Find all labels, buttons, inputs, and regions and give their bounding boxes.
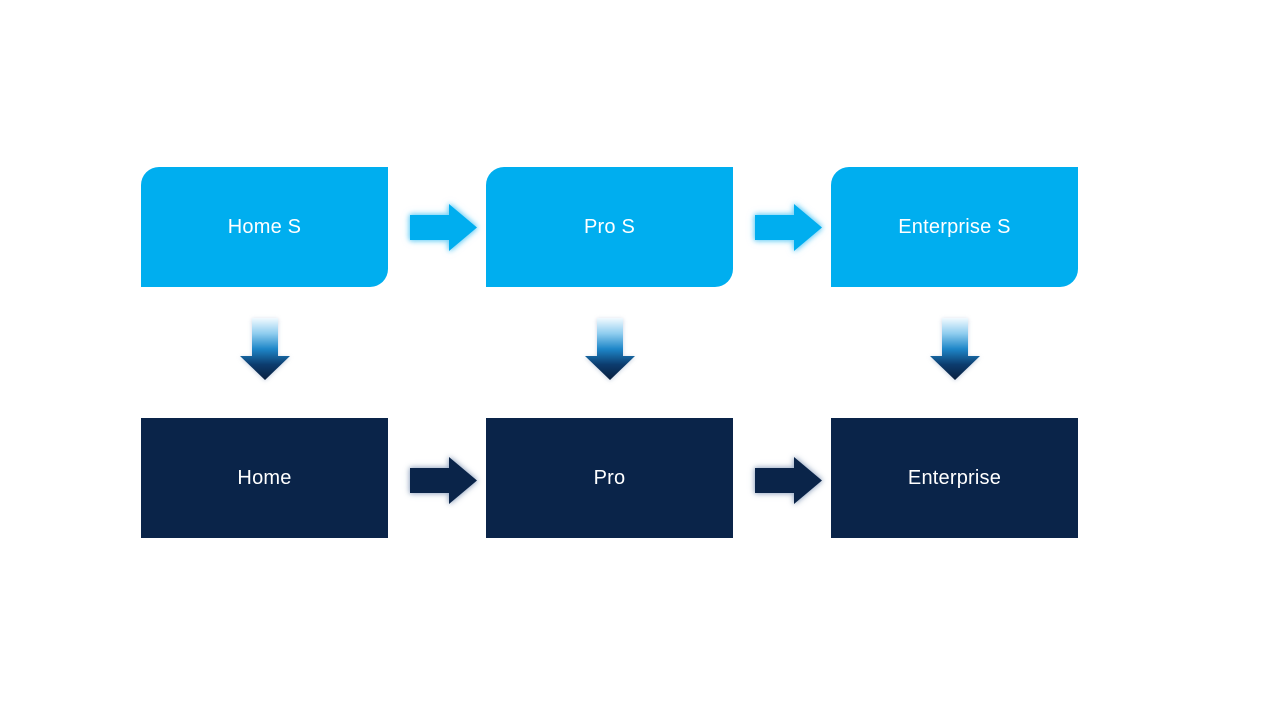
node-enterprise-s-label: Enterprise S xyxy=(898,215,1011,238)
node-home-label: Home xyxy=(237,466,292,489)
node-home-s-label: Home S xyxy=(227,215,302,238)
right-arrow-icon xyxy=(755,204,822,251)
node-pro-s: Pro S xyxy=(486,167,733,287)
node-home-s: Home S xyxy=(141,167,388,287)
node-pro-s-label: Pro S xyxy=(583,215,636,238)
right-arrow-icon xyxy=(410,457,477,504)
node-enterprise-label: Enterprise xyxy=(907,466,1002,489)
node-pro: Pro xyxy=(486,418,733,538)
down-arrow-icon xyxy=(240,318,290,380)
node-enterprise: Enterprise xyxy=(831,418,1078,538)
right-arrow-icon xyxy=(410,204,477,251)
right-arrow-icon xyxy=(755,457,822,504)
node-enterprise-s: Enterprise S xyxy=(831,167,1078,287)
node-home: Home xyxy=(141,418,388,538)
down-arrow-icon xyxy=(585,318,635,380)
down-arrow-icon xyxy=(930,318,980,380)
node-pro-label: Pro xyxy=(593,466,626,489)
